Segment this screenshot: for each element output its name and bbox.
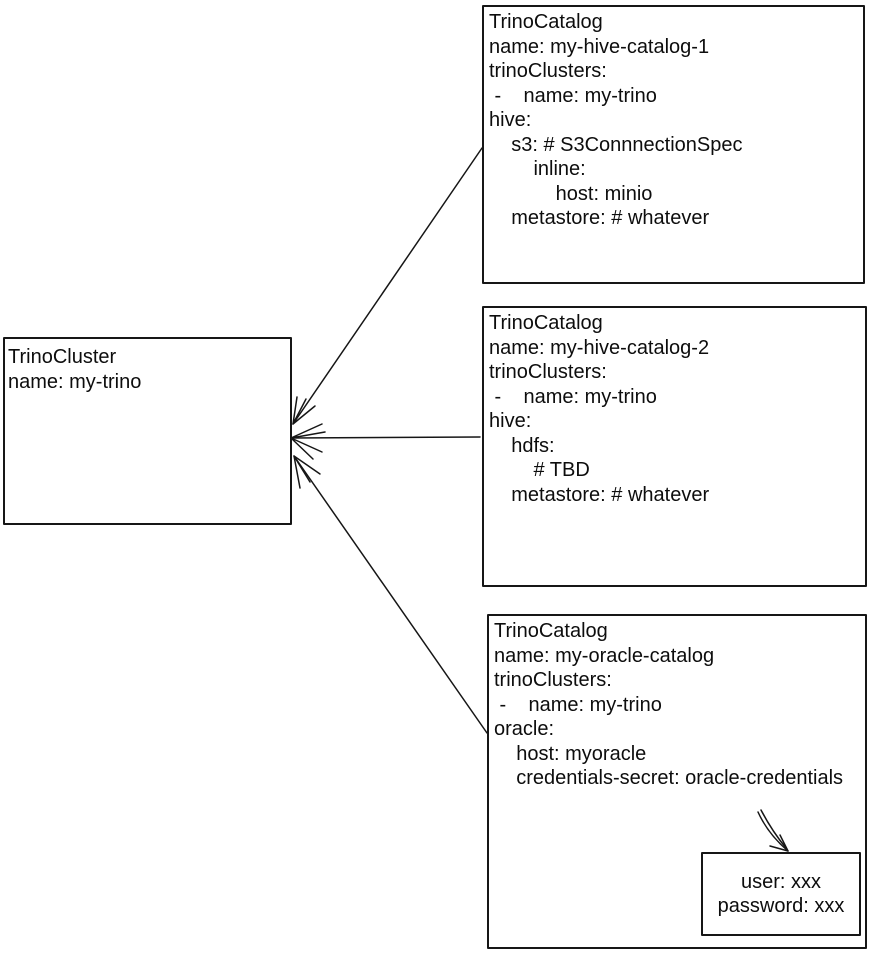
- arrow-to-credentials-secret: [757, 809, 789, 852]
- oracle-credentials-secret-node: user: xxx password: xxx: [701, 852, 861, 936]
- connector-catalog2-to-cluster: [290, 423, 481, 460]
- trino-catalog-node-hive-2: TrinoCatalog name: my-hive-catalog-2 tri…: [482, 306, 867, 587]
- arrowhead-icon: [293, 455, 321, 489]
- connector-catalog1-to-cluster: [292, 147, 483, 425]
- trino-catalog-node-hive-1: TrinoCatalog name: my-hive-catalog-1 tri…: [482, 5, 865, 284]
- trino-cluster-node: TrinoCluster name: my-trino: [3, 337, 292, 525]
- trino-catalog-yaml: TrinoCatalog name: my-hive-catalog-2 tri…: [489, 312, 710, 506]
- arrow-curve-sketch: [760, 809, 787, 849]
- arrowhead-icon: [769, 834, 789, 852]
- connector-line: [293, 455, 488, 734]
- connector-line: [292, 147, 483, 425]
- trino-catalog-yaml: TrinoCatalog name: my-hive-catalog-1 tri…: [489, 11, 743, 229]
- trino-catalog-yaml: TrinoCatalog name: my-oracle-catalog tri…: [494, 620, 844, 789]
- connector-catalog3-to-cluster: [293, 455, 488, 734]
- arrowhead-icon: [292, 396, 316, 425]
- trino-catalog-node-oracle: TrinoCatalog name: my-oracle-catalog tri…: [487, 614, 867, 949]
- connector-line: [290, 436, 481, 439]
- credentials-secret-yaml: user: xxx password: xxx: [717, 870, 845, 918]
- arrowhead-icon: [290, 423, 326, 460]
- arrow-curve: [757, 811, 789, 852]
- trino-cluster-yaml: TrinoCluster name: my-trino: [8, 346, 142, 393]
